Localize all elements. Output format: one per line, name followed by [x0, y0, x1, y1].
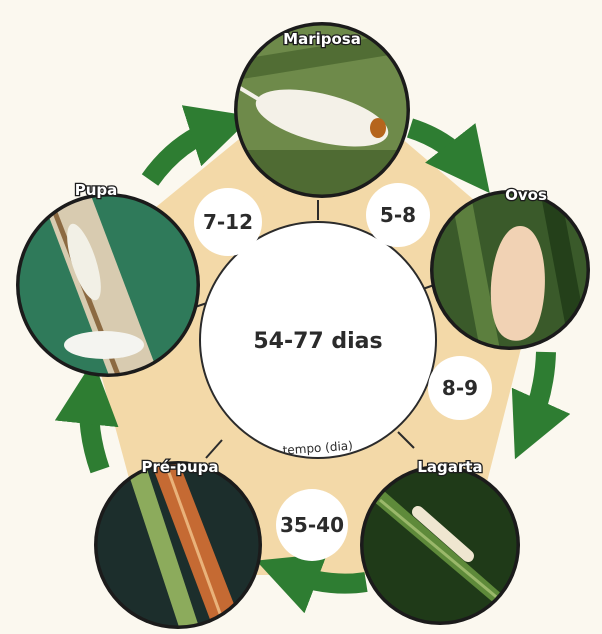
svg-text:7-12: 7-12 [203, 210, 253, 234]
egg-label: Ovos [505, 186, 547, 204]
duration-badge-adult-egg: 5-8 [366, 183, 430, 247]
prepupa-label: Pré-pupa [141, 458, 218, 476]
duration-badge-larva-prepupa: 35-40 [276, 489, 348, 561]
pupa-label: Pupa [75, 181, 118, 199]
adult-label: Mariposa [283, 30, 361, 48]
larva-label: Lagarta [417, 458, 482, 476]
svg-text:8-9: 8-9 [442, 376, 478, 400]
arrow-prepupa-to-pupa [89, 392, 100, 470]
arrow-egg-to-larva [528, 352, 546, 430]
arrow-larva-to-prepupa [286, 572, 366, 584]
duration-badge-egg-larva: 8-9 [428, 356, 492, 420]
svg-text:5-8: 5-8 [380, 203, 416, 227]
svg-text:35-40: 35-40 [280, 513, 344, 537]
duration-badge-pupa-adult: 7-12 [194, 188, 262, 256]
total-duration: 54-77 dias [253, 329, 382, 354]
